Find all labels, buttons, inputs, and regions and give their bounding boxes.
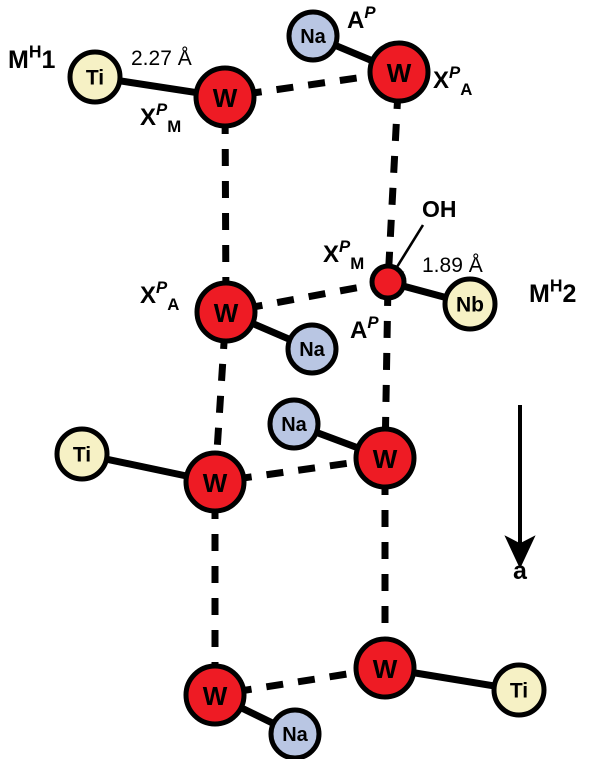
- atom-symbol: Nb: [456, 294, 484, 317]
- atom-symbol: W: [387, 58, 412, 88]
- label-a-p-2: AP: [350, 313, 379, 344]
- atom-ti3: Ti: [491, 662, 547, 718]
- atom-symbol: W: [213, 83, 238, 113]
- label-a-p-1-superscript: P: [364, 3, 376, 22]
- atom-w7: W: [353, 636, 417, 700]
- dashed-bond: [212, 331, 229, 463]
- atom-na4: Na: [268, 707, 322, 759]
- atom-symbol: Ti: [73, 444, 91, 467]
- atom-circle-sodium: [285, 322, 339, 376]
- label-axis-a: a: [513, 557, 528, 585]
- atom-w3: W: [194, 280, 258, 344]
- atom-symbol: Ti: [510, 680, 528, 703]
- label-x-p-a-1-superscript: P: [449, 63, 461, 82]
- atom-circle-sodium: [286, 9, 340, 63]
- dashed-bond: [234, 667, 366, 696]
- atom-symbol: Na: [281, 414, 307, 436]
- dashed-bond-layer: [211, 71, 402, 696]
- atom-na3: Na: [267, 397, 321, 451]
- solid-bond: [110, 75, 206, 98]
- label-a-p-2-superscript: P: [367, 313, 379, 332]
- dashed-bond: [244, 71, 380, 98]
- atom-circle-tungsten: [193, 65, 257, 129]
- dashed-bond: [381, 288, 392, 439]
- label-m-h-1-tail: 1: [41, 46, 55, 74]
- atom-w2: W: [367, 40, 431, 104]
- solid-bond-layer: [96, 38, 504, 731]
- label-m-h-2: MH2: [529, 276, 576, 309]
- atom-circle-tungsten: [353, 426, 417, 490]
- atom-circle-tungsten: [367, 40, 431, 104]
- dashed-bond: [234, 457, 366, 483]
- atom-nb1: Nb: [442, 276, 498, 332]
- distance-label-227: 2.27 Å: [131, 47, 192, 70]
- atom-symbol: W: [373, 444, 398, 474]
- label-m-h-2-tail: 2: [562, 280, 576, 308]
- atom-na1: Na: [286, 9, 340, 63]
- dashed-bond: [245, 279, 382, 312]
- label-x-p-m-2-superscript: P: [339, 237, 351, 256]
- label-a-p-2-base: A: [350, 317, 367, 344]
- label-x-p-m-2-subscript: M: [350, 254, 364, 273]
- label-x-p-a-1: XPA: [433, 63, 472, 99]
- atom-na2: Na: [285, 322, 339, 376]
- atom-symbol: W: [203, 681, 228, 711]
- atom-circle-tungsten: [369, 263, 407, 301]
- label-x-p-m-2-base: X: [323, 241, 339, 268]
- atom-w4: W: [183, 450, 247, 514]
- dashed-bond: [384, 91, 402, 276]
- label-x-p-a-1-base: X: [433, 67, 449, 94]
- label-x-p-a-2: XPA: [140, 278, 179, 314]
- atom-circle-sodium: [267, 397, 321, 451]
- atom-circle-metal: [491, 662, 547, 718]
- atom-circle-metal: [442, 276, 498, 332]
- label-x-p-a-2-superscript: P: [156, 278, 168, 297]
- atom-circle-tungsten: [183, 663, 247, 727]
- label-oh: OH: [422, 196, 457, 222]
- label-x-p-a-1-subscript: A: [460, 80, 472, 99]
- label-x-p-m-1-subscript: M: [167, 117, 181, 136]
- label-m-h-1-superscript: H: [29, 42, 42, 62]
- atom-oh1: [369, 263, 407, 301]
- atom-circle-tungsten: [353, 636, 417, 700]
- atom-symbol: Na: [300, 26, 326, 48]
- atom-circle-tungsten: [183, 450, 247, 514]
- atom-ti1: Ti: [67, 49, 123, 105]
- atom-circle-sodium: [268, 707, 322, 759]
- atom-symbol: W: [203, 468, 228, 498]
- label-x-p-a-2-subscript: A: [167, 295, 179, 314]
- atom-w5: W: [353, 426, 417, 490]
- label-m-h-1-base: M: [8, 46, 29, 74]
- label-a-p-1: AP: [347, 3, 376, 34]
- atom-circle-tungsten: [194, 280, 258, 344]
- label-x-p-a-2-base: X: [140, 282, 156, 309]
- label-x-p-m-1: XPM: [140, 100, 181, 136]
- solid-bond: [96, 453, 197, 482]
- atom-w1: W: [193, 65, 257, 129]
- solid-bond: [404, 667, 504, 691]
- label-x-p-m-2: XPM: [323, 237, 364, 273]
- distance-label-189: 1.89 Å: [422, 254, 483, 277]
- atom-symbol: W: [214, 298, 239, 328]
- label-m-h-2-base: M: [529, 280, 550, 308]
- label-m-h-2-superscript: H: [550, 276, 563, 296]
- atom-symbol: W: [373, 654, 398, 684]
- atom-ti2: Ti: [54, 426, 110, 482]
- atom-symbol: Na: [299, 339, 325, 361]
- atom-circle-metal: [54, 426, 110, 482]
- label-m-h-1: MH1: [8, 42, 55, 75]
- atom-w6: W: [183, 663, 247, 727]
- dashed-bond: [221, 116, 230, 293]
- atom-symbol: Ti: [86, 67, 104, 90]
- label-x-p-m-1-superscript: P: [156, 100, 168, 119]
- label-a-p-1-base: A: [347, 7, 364, 34]
- atom-circle-metal: [67, 49, 123, 105]
- label-x-p-m-1-base: X: [140, 104, 156, 131]
- atom-symbol: Na: [282, 724, 308, 746]
